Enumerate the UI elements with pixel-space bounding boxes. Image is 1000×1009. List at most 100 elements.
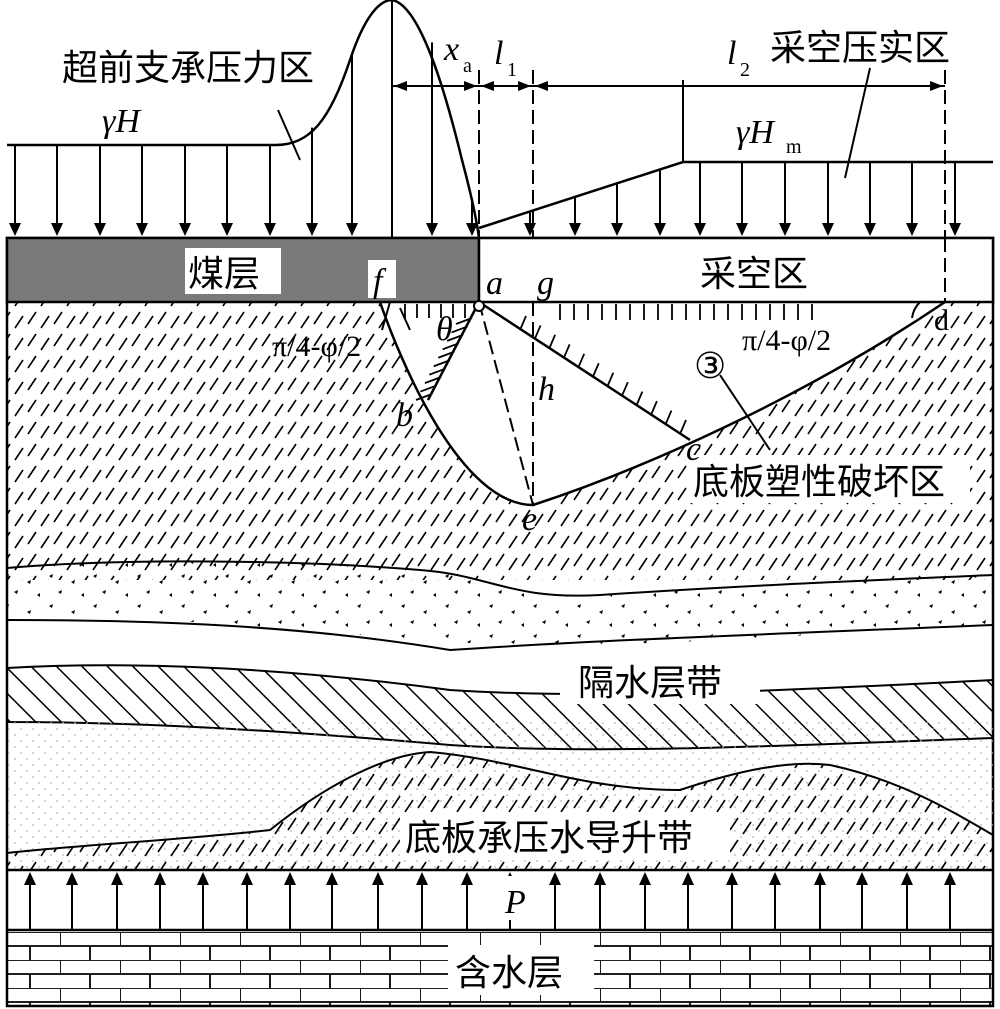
l1-subscript: 1 bbox=[507, 59, 517, 81]
load-arrow-head bbox=[221, 223, 233, 236]
angle-right-label: π/4-φ/2 bbox=[742, 324, 831, 357]
gamma-h-label: γH bbox=[102, 103, 142, 140]
load-arrow-head bbox=[822, 223, 834, 236]
water-arrow-head bbox=[944, 872, 956, 885]
hatch-tick bbox=[533, 325, 542, 340]
aquifer-label: 含水层 bbox=[455, 953, 563, 994]
leader-plastic-zone bbox=[719, 374, 771, 451]
hatch-tick bbox=[451, 325, 468, 334]
aquiclude-label-bg bbox=[560, 650, 760, 704]
load-arrow-head bbox=[94, 223, 106, 236]
load-arrow-head bbox=[136, 223, 148, 236]
water-arrow-head bbox=[24, 872, 36, 885]
water-arrow-head bbox=[639, 872, 651, 885]
dim-arrow-head bbox=[518, 81, 531, 91]
angle-arc-right bbox=[911, 301, 921, 319]
angle-arc-left bbox=[399, 307, 411, 331]
gamma-hm-label: γH bbox=[736, 114, 776, 151]
goaf-label-bg bbox=[690, 248, 820, 294]
sand-top-boundary bbox=[6, 560, 994, 597]
hatch-tick bbox=[679, 419, 687, 435]
gamma-hm-subscript: m bbox=[786, 136, 802, 158]
point-e-label: e bbox=[522, 501, 537, 538]
dim-arrow-head bbox=[481, 81, 494, 91]
point-a-marker bbox=[473, 300, 485, 312]
hatch-tick bbox=[548, 334, 556, 350]
hatch-tick bbox=[577, 353, 586, 369]
l1-label: l bbox=[494, 35, 503, 72]
water-arrow-head bbox=[856, 872, 868, 885]
hatch-tick bbox=[620, 381, 629, 397]
water-arrow-head bbox=[66, 872, 78, 885]
water-arrow-head bbox=[726, 872, 738, 885]
plastic-label-bg bbox=[690, 455, 970, 503]
point-f-bg bbox=[368, 260, 396, 298]
hatch-tick bbox=[446, 334, 464, 342]
point-h-label: h bbox=[538, 371, 555, 408]
line-a-c bbox=[478, 300, 691, 442]
angle-left-label: π/4-φ/2 bbox=[272, 330, 361, 363]
water-pressure-arrows bbox=[24, 872, 956, 930]
l2-subscript: 2 bbox=[740, 59, 750, 81]
hatch-tick bbox=[429, 367, 446, 376]
line-a-e bbox=[478, 301, 534, 506]
load-arrow-head bbox=[611, 223, 623, 236]
load-arrow-head bbox=[949, 223, 961, 236]
advance-zone-label: 超前支承压力区 bbox=[62, 48, 314, 89]
hatch-tick bbox=[519, 315, 527, 331]
aquiclude-label: 隔水层带 bbox=[578, 663, 722, 704]
hatch-ticks bbox=[404, 304, 813, 435]
hatch-tick bbox=[442, 342, 459, 351]
water-arrow-head bbox=[284, 872, 296, 885]
compaction-zone-label: 采空压实区 bbox=[770, 28, 950, 69]
confined-water-rise-zone bbox=[6, 750, 994, 871]
water-arrow-head bbox=[594, 872, 606, 885]
sand-bottom-boundary bbox=[6, 619, 994, 652]
water-arrow-head bbox=[111, 872, 123, 885]
zone-3-marker: ③ bbox=[694, 346, 726, 387]
compaction-pressure-line bbox=[478, 160, 993, 230]
dim-arrow-head bbox=[930, 81, 943, 91]
hatch-tick bbox=[415, 393, 433, 401]
xa-label: x bbox=[443, 31, 459, 68]
coal-seam-label: 煤层 bbox=[188, 254, 260, 295]
abutment-pressure-curve bbox=[7, 0, 481, 239]
dim-arrow-head bbox=[394, 81, 407, 91]
leader-compaction-zone bbox=[844, 67, 871, 179]
leader-advance-zone bbox=[277, 109, 301, 161]
hatch-tick bbox=[664, 410, 673, 425]
theta-label: θ bbox=[436, 311, 453, 348]
water-arrow-head bbox=[682, 872, 694, 885]
xa-subscript: a bbox=[463, 55, 472, 77]
p-label-bg bbox=[488, 876, 538, 920]
point-g-label: g bbox=[537, 265, 554, 302]
hatch-tick bbox=[635, 391, 644, 406]
load-arrow-head bbox=[306, 223, 318, 236]
load-arrow-head bbox=[524, 223, 536, 236]
hatch-tick bbox=[606, 372, 615, 388]
water-arrow-head bbox=[901, 872, 913, 885]
load-arrow-head bbox=[466, 223, 478, 236]
load-arrow-head bbox=[51, 223, 63, 236]
load-arrow-head bbox=[906, 223, 918, 236]
line-f-angle bbox=[381, 301, 391, 331]
hatch-tick bbox=[433, 359, 451, 368]
coal-seam-label-bg bbox=[185, 248, 281, 294]
aquifer-label-bg bbox=[448, 945, 594, 995]
water-arrow-head bbox=[241, 872, 253, 885]
water-arrow-head bbox=[549, 872, 561, 885]
failure-envelope-void bbox=[380, 302, 945, 505]
load-arrow-head bbox=[569, 223, 581, 236]
failure-envelope-curve bbox=[378, 300, 946, 507]
confined-rise-zone-label: 底板承压水导升带 bbox=[405, 818, 693, 859]
load-arrows bbox=[9, 42, 961, 236]
rise-zone-label-bg bbox=[400, 812, 730, 860]
load-arrow-head bbox=[736, 223, 748, 236]
hatch-tick bbox=[437, 350, 455, 359]
sand-layer bbox=[7, 561, 993, 646]
goaf-label: 采空区 bbox=[700, 254, 808, 295]
dimension-arrows bbox=[394, 81, 943, 91]
load-arrow-head bbox=[694, 223, 706, 236]
hatch-tick bbox=[562, 344, 571, 359]
water-arrow-head bbox=[326, 872, 338, 885]
